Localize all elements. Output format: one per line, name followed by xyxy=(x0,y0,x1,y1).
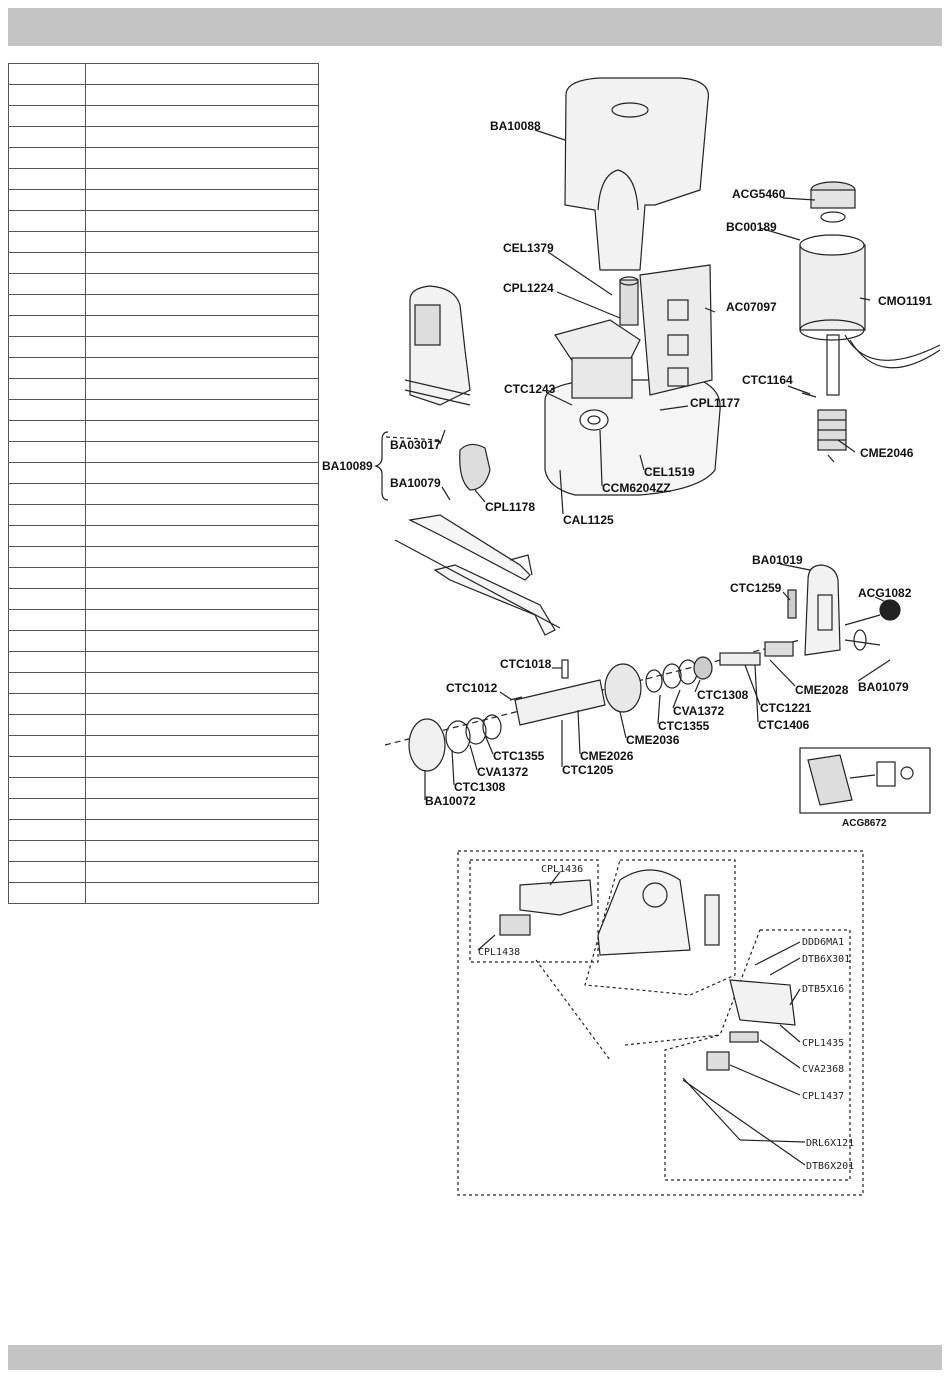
label-cme2028: CME2028 xyxy=(795,683,849,697)
label-ddd6ma1: DDD6MA1 xyxy=(802,937,844,948)
table-row xyxy=(8,609,319,631)
table-row xyxy=(8,231,319,253)
table-row xyxy=(8,315,319,337)
label-ctc1355-left: CTC1355 xyxy=(493,749,545,763)
label-ctc1221: CTC1221 xyxy=(760,701,812,715)
table-row xyxy=(8,294,319,316)
label-ba10072: BA10072 xyxy=(425,794,476,808)
motor-part xyxy=(799,181,941,463)
side-cover-part xyxy=(404,285,471,406)
label-acg8672: ACG8672 xyxy=(842,818,887,829)
label-ctc1355-right: CTC1355 xyxy=(658,719,710,733)
label-acg5460: ACG5460 xyxy=(732,187,786,201)
label-ctc1164: CTC1164 xyxy=(742,373,793,387)
table-row xyxy=(8,882,319,904)
table-row xyxy=(8,336,319,358)
label-cpl1437: CPL1437 xyxy=(802,1091,844,1102)
label-cmo1191: CMO1191 xyxy=(878,294,932,308)
rail-part xyxy=(394,514,561,636)
label-ctc1308-right: CTC1308 xyxy=(697,688,749,702)
header-bar xyxy=(8,8,942,46)
table-row xyxy=(8,777,319,799)
label-ccm6204zz: CCM6204ZZ xyxy=(602,481,671,495)
table-row xyxy=(8,147,319,169)
label-cme2046: CME2046 xyxy=(860,446,914,460)
footer-bar xyxy=(8,1345,942,1370)
label-cva1372-left: CVA1372 xyxy=(477,765,528,779)
cap-part xyxy=(459,443,491,491)
table-row xyxy=(8,441,319,463)
label-cal1125: CAL1125 xyxy=(563,513,614,527)
label-cme2036: CME2036 xyxy=(626,733,680,747)
label-cel1519: CEL1519 xyxy=(644,465,695,479)
description-cell xyxy=(85,882,319,904)
label-cel1379: CEL1379 xyxy=(503,241,554,255)
table-row xyxy=(8,105,319,127)
table-row xyxy=(8,210,319,232)
label-cpl1436: CPL1436 xyxy=(541,864,583,875)
housing-part xyxy=(544,264,721,496)
label-ctc1406: CTC1406 xyxy=(758,718,810,732)
label-bc00189: BC00189 xyxy=(726,220,777,234)
label-ba01079: BA01079 xyxy=(858,680,909,694)
label-cpl1438: CPL1438 xyxy=(478,947,520,958)
accessory-box xyxy=(799,747,931,814)
label-ba10079: BA10079 xyxy=(390,476,441,490)
table-row xyxy=(8,273,319,295)
label-ctc1018: CTC1018 xyxy=(500,657,552,671)
label-dtb6x301: DTB6X301 xyxy=(802,954,850,965)
label-ba03017: BA03017 xyxy=(390,438,441,452)
table-row xyxy=(8,819,319,841)
table-row xyxy=(8,651,319,673)
parts-table xyxy=(8,63,319,904)
lock-part xyxy=(787,564,901,656)
table-row xyxy=(8,462,319,484)
label-drl6x121: DRL6X121 xyxy=(806,1138,854,1149)
table-row xyxy=(8,252,319,274)
release-kit-box xyxy=(457,850,864,1196)
label-ctc1205: CTC1205 xyxy=(562,763,614,777)
label-ac07097: AC07097 xyxy=(726,300,777,314)
label-dtb5x16: DTB5X16 xyxy=(802,984,844,995)
label-dtb6x201: DTB6X201 xyxy=(806,1161,854,1172)
table-row xyxy=(8,63,319,85)
label-cpl1435: CPL1435 xyxy=(802,1038,844,1049)
label-ba01019: BA01019 xyxy=(752,553,803,567)
label-acg1082: ACG1082 xyxy=(858,586,912,600)
label-cpl1224: CPL1224 xyxy=(503,281,554,295)
table-row xyxy=(8,693,319,715)
label-cpl1178: CPL1178 xyxy=(485,500,535,514)
shaft-part xyxy=(384,639,801,772)
label-cme2026: CME2026 xyxy=(580,749,634,763)
label-ba10089: BA10089 xyxy=(322,459,373,473)
table-row xyxy=(8,861,319,883)
table-row xyxy=(8,525,319,547)
label-cva1372-right: CVA1372 xyxy=(673,704,724,718)
cover-part xyxy=(564,77,710,271)
table-row xyxy=(8,588,319,610)
table-row xyxy=(8,378,319,400)
label-ctc1012: CTC1012 xyxy=(446,681,498,695)
label-ctc1243: CTC1243 xyxy=(504,382,556,396)
label-cva2368: CVA2368 xyxy=(802,1064,844,1075)
label-ctc1259: CTC1259 xyxy=(730,581,782,595)
label-cpl1177: CPL1177 xyxy=(690,396,740,410)
label-ba10088: BA10088 xyxy=(490,119,541,133)
label-ctc1308-left: CTC1308 xyxy=(454,780,506,794)
